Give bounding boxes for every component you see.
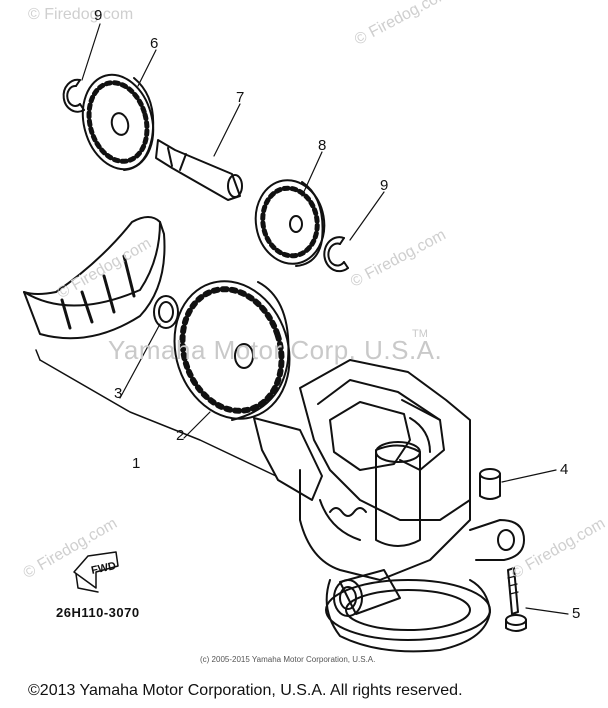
fwd-label: FWD	[90, 560, 117, 577]
callout-9-right: 9	[380, 177, 389, 194]
circlip-part-3	[153, 295, 179, 329]
shaft-part-7	[155, 139, 243, 201]
strainer-cover	[23, 216, 166, 340]
callout-1: 1	[132, 455, 141, 472]
gear-part-6	[81, 73, 155, 171]
circlip-part-9-top	[62, 78, 85, 113]
dowel-pin-part-4	[479, 468, 501, 500]
callout-9-top: 9	[94, 7, 103, 24]
callout-8: 8	[318, 137, 327, 154]
watermark-tm: TM	[412, 328, 428, 340]
callout-2: 2	[176, 427, 185, 444]
gear-part-2	[173, 280, 291, 421]
callout-5: 5	[572, 605, 581, 622]
oil-pump-housing	[253, 359, 525, 653]
watermark-yamaha-corp: Yamaha Motor Corp. U.S.A.	[108, 335, 443, 365]
footer-copyright: ©2013 Yamaha Motor Corporation, U.S.A. A…	[28, 682, 463, 699]
watermark-firedog-1: © Firedog.com	[28, 6, 134, 23]
circlip-part-9-right	[323, 236, 349, 273]
callout-3: 3	[114, 385, 123, 402]
callout-6: 6	[150, 35, 159, 52]
callout-7: 7	[236, 89, 245, 106]
small-copyright: (c) 2005-2015 Yamaha Motor Corporation, …	[200, 655, 376, 664]
fwd-arrow	[73, 551, 119, 593]
callout-4: 4	[560, 461, 569, 478]
diagram-code: 26H110-3070	[56, 605, 140, 620]
leader-lines	[81, 23, 569, 615]
bolt-part-5	[505, 567, 527, 632]
assembly-bracket-part-1	[35, 349, 277, 477]
gear-part-8	[254, 179, 326, 267]
